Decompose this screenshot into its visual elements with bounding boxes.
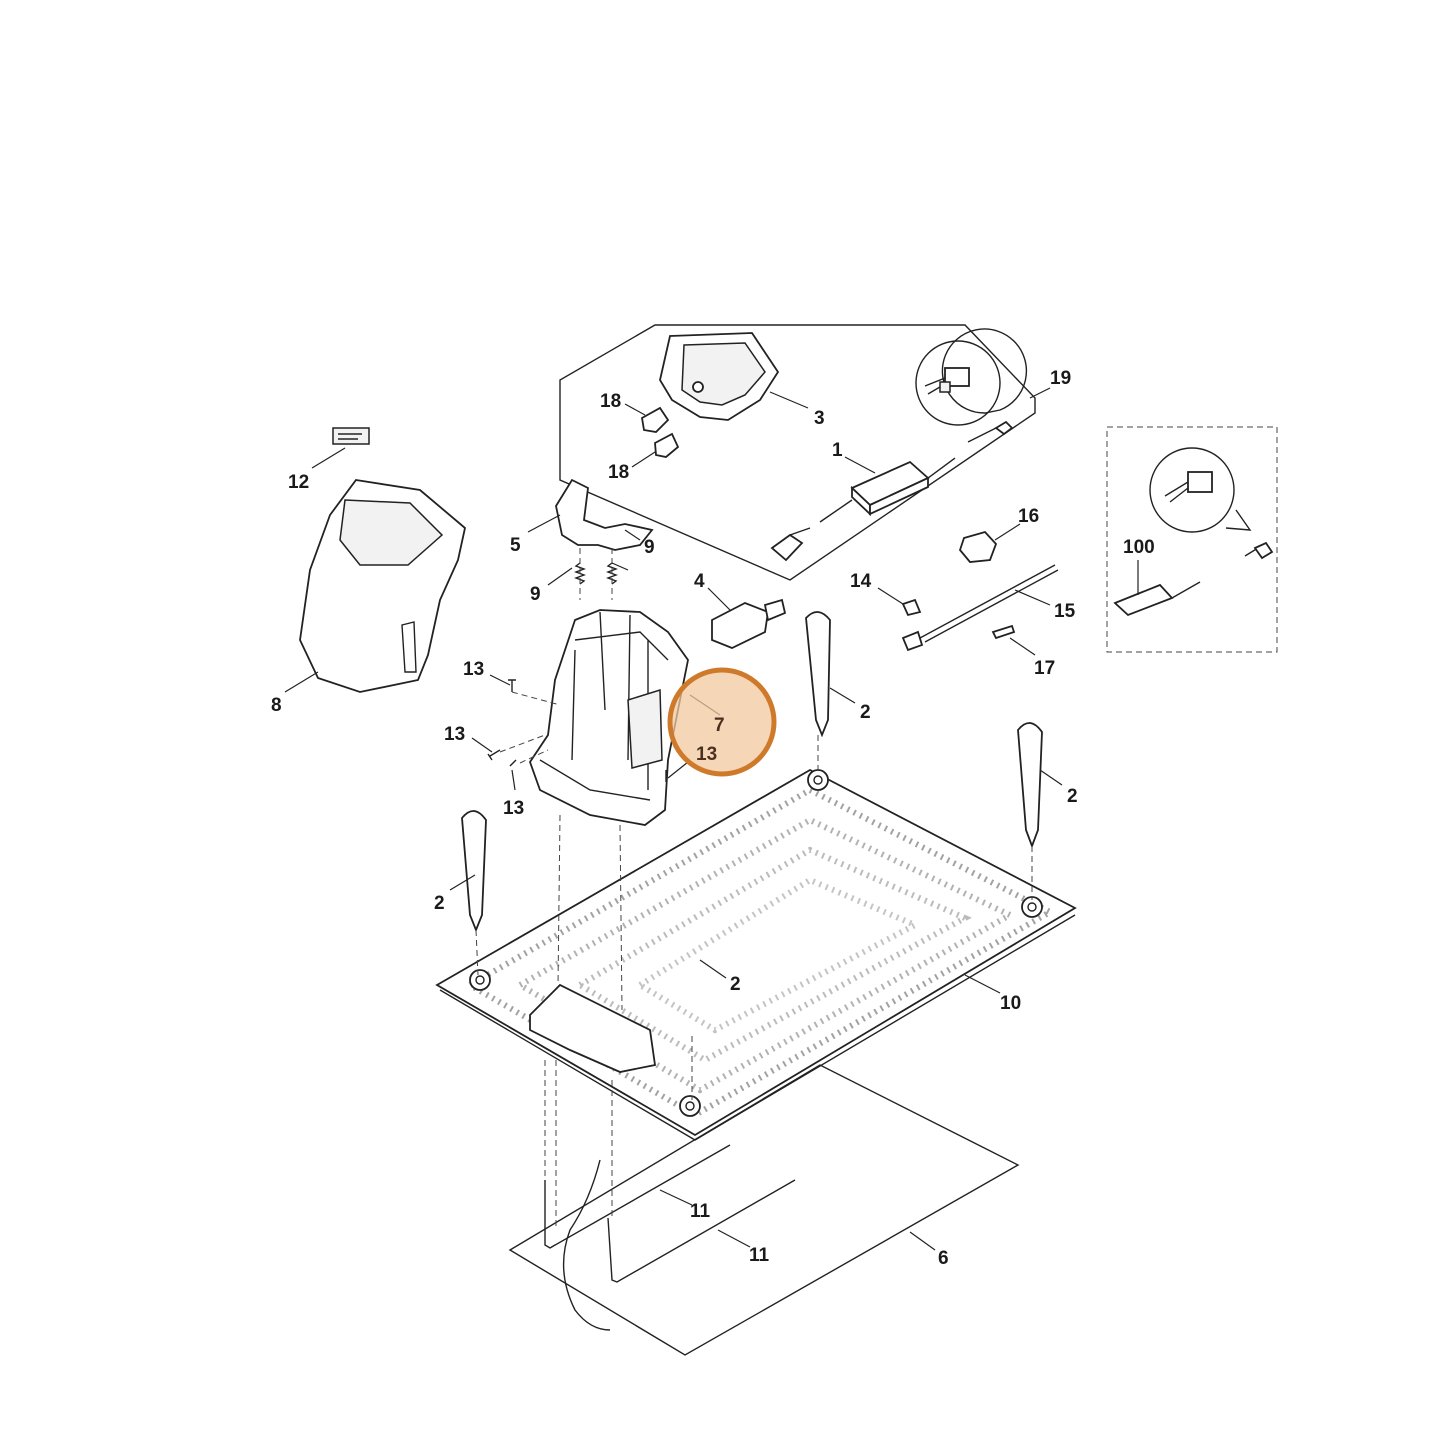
label-14[interactable]: 14	[850, 571, 872, 592]
label-13-c[interactable]: 13	[503, 798, 524, 819]
label-7[interactable]: 7	[714, 715, 725, 736]
label-18-top[interactable]: 18	[600, 391, 621, 412]
part-4-plug[interactable]	[711, 598, 787, 649]
part-10-base-plate[interactable]	[435, 768, 1077, 1141]
label-9-right[interactable]: 9	[644, 537, 655, 558]
label-2-d[interactable]: 2	[730, 974, 741, 995]
label-8[interactable]: 8	[271, 695, 282, 716]
part-11-rods[interactable]	[544, 1144, 796, 1331]
part-17-clip[interactable]	[991, 624, 1016, 640]
label-2-b[interactable]: 2	[1067, 786, 1078, 807]
part-13-screws[interactable]	[487, 679, 667, 782]
part-8-hood[interactable]	[299, 479, 466, 693]
label-12[interactable]: 12	[288, 472, 309, 493]
highlight-circle[interactable]	[667, 667, 777, 777]
callout-labels: 19 3 18 18 1 100 12 5 9 9 4 16 14 15 17 …	[271, 368, 1155, 1269]
label-4[interactable]: 4	[694, 571, 705, 592]
part-7-base-housing[interactable]	[529, 609, 689, 826]
kit-100-frame	[1106, 426, 1278, 653]
part-14-clip[interactable]	[901, 598, 922, 617]
label-6[interactable]: 6	[938, 1248, 949, 1269]
label-3[interactable]: 3	[814, 408, 825, 429]
label-19[interactable]: 19	[1050, 368, 1071, 389]
label-2-c[interactable]: 2	[434, 893, 445, 914]
part-6-mat[interactable]	[508, 1064, 1020, 1356]
label-11-a[interactable]: 11	[690, 1201, 711, 1222]
part-12-label[interactable]	[332, 427, 370, 445]
part-16-connector[interactable]	[958, 530, 998, 563]
part-1-power-supply[interactable]	[770, 457, 956, 562]
label-15[interactable]: 15	[1054, 601, 1076, 622]
part-5-bracket[interactable]	[555, 478, 654, 551]
label-1[interactable]: 1	[832, 440, 843, 461]
label-13-a[interactable]: 13	[463, 659, 484, 680]
label-9-left[interactable]: 9	[530, 584, 541, 605]
label-16[interactable]: 16	[1018, 506, 1039, 527]
label-100[interactable]: 100	[1123, 537, 1155, 558]
part-15-cable[interactable]	[901, 564, 1059, 652]
part-9-springs[interactable]	[574, 562, 618, 585]
label-2-a[interactable]: 2	[860, 702, 871, 723]
label-5[interactable]: 5	[510, 535, 521, 556]
part-18-caps[interactable]	[641, 406, 680, 458]
part-19-connector-detail[interactable]	[915, 328, 1028, 443]
label-13-b[interactable]: 13	[444, 724, 465, 745]
label-10[interactable]: 10	[1000, 993, 1021, 1014]
alignment-lines	[475, 548, 1033, 1230]
label-13-d[interactable]: 13	[696, 744, 717, 765]
part-3-cover[interactable]	[659, 332, 780, 421]
label-11-b[interactable]: 11	[749, 1245, 770, 1266]
label-17[interactable]: 17	[1034, 658, 1055, 679]
label-18-bottom[interactable]: 18	[608, 462, 629, 483]
kit-frame	[559, 324, 1036, 581]
